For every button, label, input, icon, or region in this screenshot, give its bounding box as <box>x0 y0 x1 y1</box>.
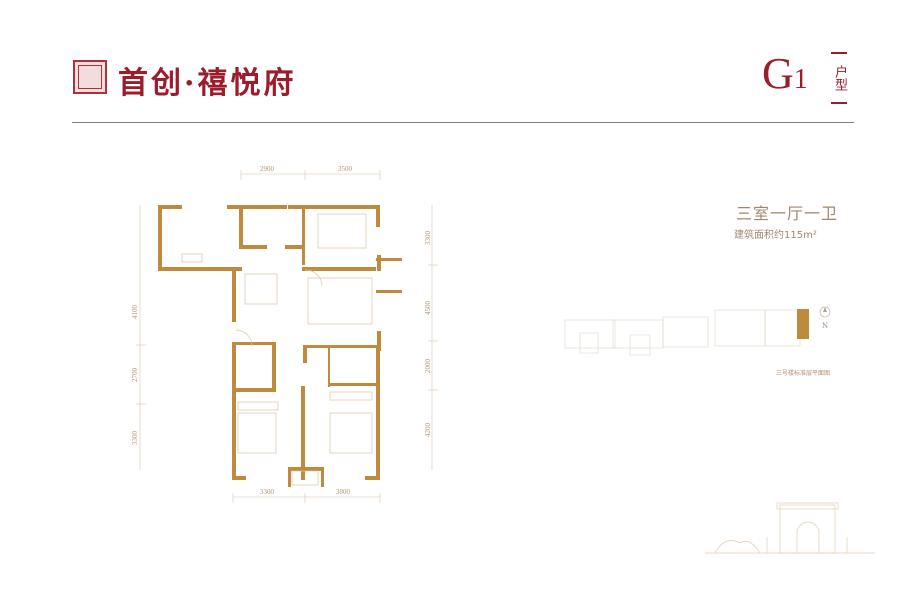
dimension-lines <box>136 170 438 503</box>
dim-bottom-2: 3800 <box>336 488 351 496</box>
hvac-box <box>181 253 203 263</box>
bed-third <box>329 412 373 454</box>
north-label: N <box>822 322 828 330</box>
dim-bottom-1: 3300 <box>260 488 275 496</box>
unit-highlight <box>797 309 809 339</box>
unit-code: G1 <box>762 48 808 106</box>
dim-right-2: 4500 <box>424 301 432 316</box>
dim-right-1: 3300 <box>424 231 432 246</box>
gate-illustration <box>705 502 875 554</box>
dim-left-3: 3300 <box>131 431 139 446</box>
header-divider <box>72 122 854 123</box>
dim-right-4: 4200 <box>424 423 432 438</box>
sofa-set <box>307 277 373 325</box>
bed-second <box>237 412 277 454</box>
brand-seal-logo <box>73 60 107 94</box>
unit-letter: G <box>762 49 794 98</box>
floor-area: 建筑面积约115m² <box>734 230 817 241</box>
bed-master <box>317 213 367 249</box>
key-plan-caption: 三号楼标准层平面图 <box>776 370 831 377</box>
unit-number: 1 <box>793 64 808 95</box>
dim-top-2: 3500 <box>338 165 353 173</box>
dim-left-1: 4100 <box>131 305 139 320</box>
unit-type-label: 户型 <box>831 52 847 104</box>
dining-table <box>244 273 278 305</box>
brand-name: 首创·禧悦府 <box>118 66 297 101</box>
furniture <box>181 213 373 486</box>
dim-top-1: 2900 <box>260 165 275 173</box>
building-key-plan: N <box>564 306 831 356</box>
room-layout: 三室一厅一卫 <box>736 204 839 223</box>
dim-right-3: 2000 <box>424 359 432 374</box>
dim-left-2: 2700 <box>131 368 139 383</box>
walls <box>158 205 402 487</box>
